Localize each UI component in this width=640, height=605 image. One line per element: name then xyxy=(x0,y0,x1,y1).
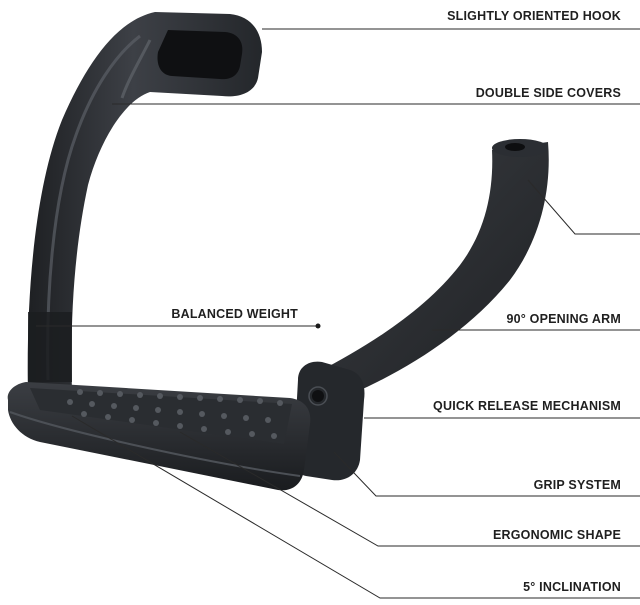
stirrup-illustration xyxy=(7,12,549,491)
leader-line xyxy=(179,431,640,547)
callout-balanced-weight: BALANCED WEIGHT xyxy=(36,307,321,329)
hinge-block xyxy=(293,361,365,481)
callout-double-side-covers: DOUBLE SIDE COVERS xyxy=(112,86,640,105)
weight-band xyxy=(28,312,72,382)
leader-line xyxy=(333,451,640,497)
hinge-pin xyxy=(312,390,324,402)
callout-ergonomic-shape: ERGONOMIC SHAPE xyxy=(179,431,640,547)
callout-label: GRIP SYSTEM xyxy=(534,478,621,492)
callout-opening-arm: 90° OPENING ARM xyxy=(432,179,640,331)
callout-label: DOUBLE SIDE COVERS xyxy=(476,86,621,100)
opening-arm-tip-hole xyxy=(505,143,525,151)
leader-dot xyxy=(315,323,321,329)
callout-label: SLIGHTLY ORIENTED HOOK xyxy=(447,9,621,23)
callout-quick-release-mechanism: QUICK RELEASE MECHANISM xyxy=(364,399,640,419)
callout-label: 90° OPENING ARM xyxy=(507,312,622,326)
tread-front-edge xyxy=(9,411,301,477)
callout-label: BALANCED WEIGHT xyxy=(171,307,298,321)
opening-arm-shape xyxy=(318,142,549,392)
leader-line xyxy=(527,179,640,235)
callout-inclination: 5° INCLINATION xyxy=(71,415,640,599)
callout-label: ERGONOMIC SHAPE xyxy=(493,528,621,542)
callout-label: QUICK RELEASE MECHANISM xyxy=(433,399,621,413)
callout-grip-system: GRIP SYSTEM xyxy=(333,451,640,497)
callout-slightly-oriented-hook: SLIGHTLY ORIENTED HOOK xyxy=(262,9,640,30)
hinge-pin-ring xyxy=(308,386,328,406)
side-cover-highlight xyxy=(46,34,141,381)
callout-label: 5° INCLINATION xyxy=(523,580,621,594)
leader-line xyxy=(71,415,640,599)
hook-slot xyxy=(157,30,243,80)
grip-spikes xyxy=(67,389,283,439)
hook-inner-edge xyxy=(120,39,152,99)
